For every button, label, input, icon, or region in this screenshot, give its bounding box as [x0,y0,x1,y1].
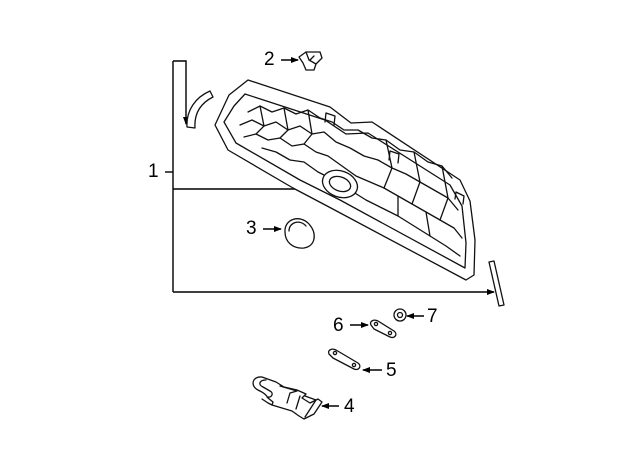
clip-part [298,51,323,71]
callout-6-label: 6 [333,315,344,336]
spacer-plate-lower [327,348,361,371]
callout-2-label: 2 [264,49,275,70]
left-trim-strip [186,90,214,129]
emblem-oval-part [284,218,315,249]
callout-5-label: 5 [386,360,397,381]
callout-3-label: 3 [246,218,257,239]
right-trim-strip [488,260,505,307]
sti-badge-part [252,376,323,420]
callout-7-label: 7 [427,306,438,327]
grille-part [214,79,476,281]
spacer-plate-upper [369,319,397,339]
callout-4-label: 4 [344,396,355,417]
callout-1-label: 1 [148,161,159,182]
callout-1-bracket [165,60,495,295]
washer-part [393,308,407,322]
